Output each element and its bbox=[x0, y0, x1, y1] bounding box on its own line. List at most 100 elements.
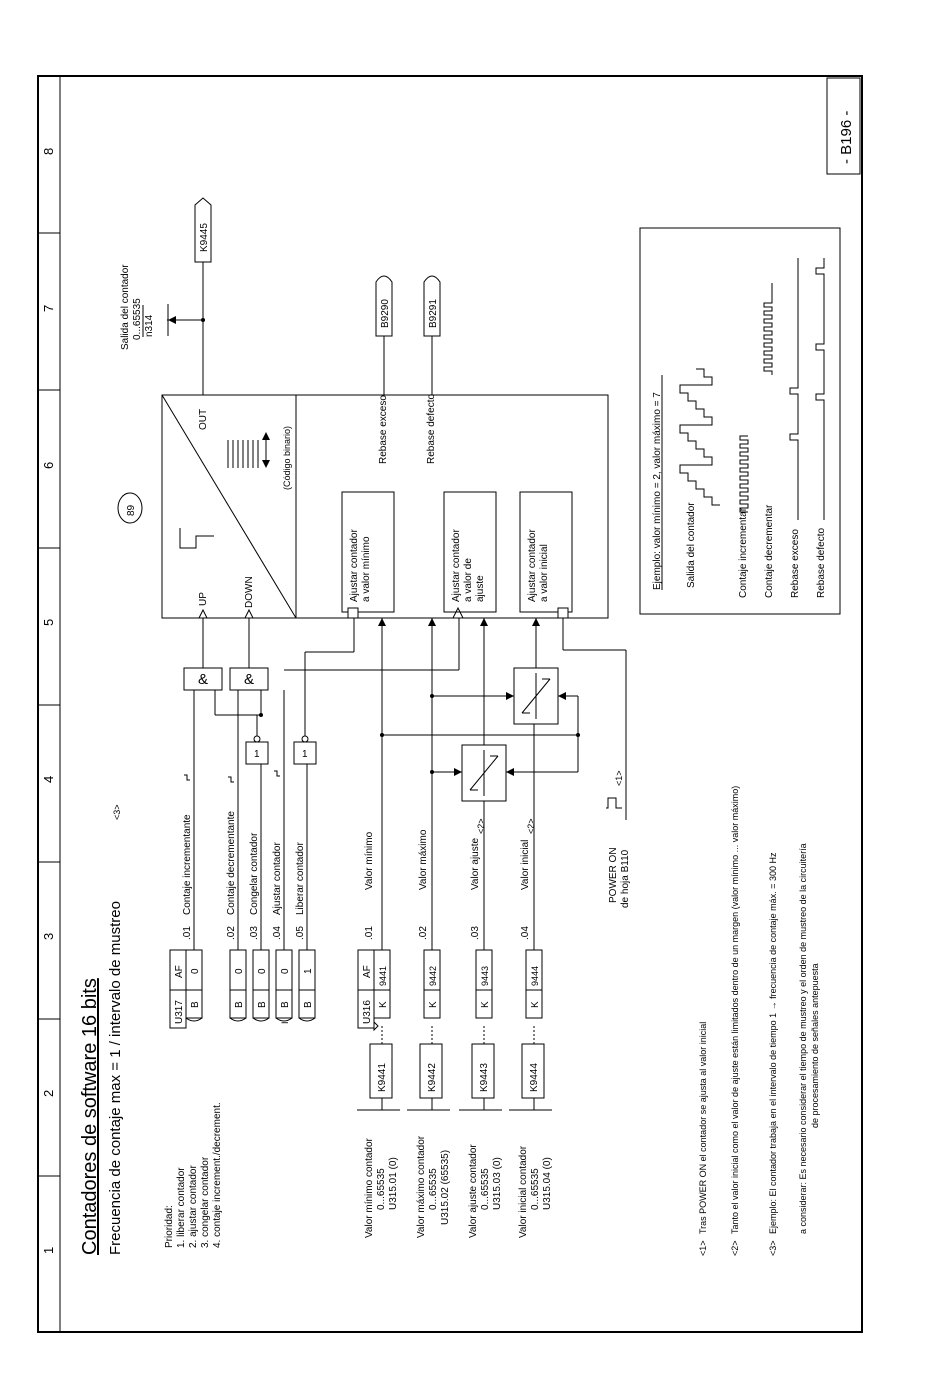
sheet-subtitle: Frecuencia de contaje max = 1 / interval… bbox=[107, 901, 124, 1255]
connector-rows: K9441 .01 Valor mínimo K9442 .02 Valor m… bbox=[357, 618, 552, 1111]
svg-text:n314: n314 bbox=[144, 314, 155, 337]
svg-text:.05: .05 bbox=[295, 926, 306, 940]
row-label: Liberar contador bbox=[295, 842, 306, 915]
sheet-frame bbox=[37, 75, 863, 1333]
svg-text:Ajustar contador: Ajustar contador bbox=[451, 529, 462, 602]
svg-text:Valor máximo contador: Valor máximo contador bbox=[416, 1135, 427, 1238]
af-label: AF bbox=[174, 965, 185, 978]
svg-text:a valor inicial: a valor inicial bbox=[539, 544, 550, 602]
power-on: POWER ON de hoja B110 <1> bbox=[562, 618, 631, 908]
connector-k9445 bbox=[194, 197, 212, 263]
row-label: Contaje incrementante bbox=[182, 814, 193, 915]
priority-item: 3. congelar contador bbox=[200, 1156, 211, 1248]
svg-text:Valor ajuste contador: Valor ajuste contador bbox=[468, 1144, 479, 1238]
page-number: - B196 - bbox=[838, 111, 855, 164]
svg-text:1: 1 bbox=[254, 749, 260, 760]
svg-text:0...65535: 0...65535 bbox=[428, 1168, 439, 1210]
svg-text:UP: UP bbox=[198, 592, 209, 606]
counter-block: UP DOWN OUT (Código binario) 89 Ajustar … bbox=[117, 394, 609, 619]
svg-text:Tanto el valor inicial como el: Tanto el valor inicial como el valor de … bbox=[730, 786, 740, 1234]
svg-text:B9291: B9291 bbox=[428, 299, 439, 328]
column-numbers: 1 2 3 4 5 6 7 8 bbox=[41, 148, 56, 1254]
param-type: B bbox=[280, 1001, 291, 1008]
column-number: 5 bbox=[41, 619, 56, 626]
svg-text:9441: 9441 bbox=[378, 966, 388, 986]
svg-text:&: & bbox=[198, 671, 208, 688]
svg-text:<2>: <2> bbox=[476, 818, 486, 834]
set-initial-block bbox=[519, 491, 573, 613]
badge-89 bbox=[117, 492, 143, 524]
row-label: Congelar contador bbox=[249, 832, 260, 915]
connector-b9290 bbox=[375, 275, 393, 337]
row-label: Valor mínimo bbox=[364, 831, 375, 890]
example-box: Ejemplo: valor mínimo = 2, valor máximo … bbox=[639, 227, 841, 615]
svg-text:0...65535: 0...65535 bbox=[480, 1168, 491, 1210]
row-label: Ajustar contador bbox=[272, 842, 283, 915]
connector-k9441: K9441 bbox=[377, 1063, 388, 1092]
limiters: <2> <2> bbox=[380, 618, 580, 834]
column-number: 4 bbox=[41, 776, 56, 783]
svg-text:a valor de: a valor de bbox=[463, 558, 474, 602]
column-number: 3 bbox=[41, 933, 56, 940]
row-label: Valor inicial bbox=[520, 840, 531, 890]
svg-text:I: I bbox=[280, 1021, 290, 1024]
binary-input-rows: .01 Contaje incrementante .02 Contaje de… bbox=[182, 690, 308, 950]
param-value: 0 bbox=[280, 968, 291, 974]
svg-text:Contaje decrementar: Contaje decrementar bbox=[764, 504, 775, 598]
param-value: 0 bbox=[234, 968, 245, 974]
binary-code-icon bbox=[227, 432, 270, 468]
u317-label: U317 bbox=[174, 1000, 185, 1024]
row-label: Contaje decrementante bbox=[226, 811, 237, 915]
svg-text:9444: 9444 bbox=[530, 966, 540, 986]
logic-gates: & & 1 1 bbox=[183, 618, 460, 765]
subtitle-note: <3> bbox=[112, 804, 122, 820]
svg-text:de hoja B110: de hoja B110 bbox=[620, 849, 631, 908]
svg-text:Rebase defecto: Rebase defecto bbox=[426, 394, 437, 464]
param-type: B bbox=[303, 1001, 314, 1008]
svg-text:<2>: <2> bbox=[730, 1240, 740, 1256]
priority-item: 1. liberar contador bbox=[176, 1167, 187, 1248]
svg-text:AF: AF bbox=[362, 965, 373, 978]
column-number: 2 bbox=[41, 1090, 56, 1097]
param-type: B bbox=[234, 1001, 245, 1008]
svg-text:Salida del contador: Salida del contador bbox=[120, 264, 131, 350]
svg-text:a considerar: Es necesario con: a considerar: Es necesario considerar el… bbox=[798, 843, 808, 1234]
row-label: Valor ajuste bbox=[470, 837, 481, 890]
connector-k9442: K9442 bbox=[427, 1063, 438, 1092]
svg-text:B9290: B9290 bbox=[380, 299, 391, 328]
priority-item: 2. ajustar contador bbox=[188, 1165, 199, 1248]
svg-text:OUT: OUT bbox=[198, 409, 209, 430]
page-number-box bbox=[826, 77, 861, 175]
connector-k9444: K9444 bbox=[529, 1063, 540, 1092]
svg-text:Rebase exceso: Rebase exceso bbox=[378, 395, 389, 464]
svg-text:<3>: <3> bbox=[768, 1240, 778, 1256]
svg-text:0...65535: 0...65535 bbox=[530, 1168, 541, 1210]
svg-text:&: & bbox=[244, 671, 254, 688]
svg-text:Salida del contador: Salida del contador bbox=[686, 502, 697, 588]
value-descriptions: Valor mínimo contador 0...65535 U315.01 … bbox=[364, 1135, 553, 1238]
svg-text:K: K bbox=[378, 1001, 389, 1008]
svg-text:U315.02 (65535): U315.02 (65535) bbox=[440, 1150, 451, 1225]
svg-text:Valor inicial contador: Valor inicial contador bbox=[518, 1145, 529, 1238]
svg-text:Tras POWER ON el contador se a: Tras POWER ON el contador se ajusta al v… bbox=[698, 1022, 708, 1234]
svg-text:U315.01 (0): U315.01 (0) bbox=[388, 1157, 399, 1210]
svg-text:ajuste: ajuste bbox=[475, 575, 486, 602]
svg-text:de procesamiento de señales an: de procesamiento de señales antepuesta bbox=[810, 963, 820, 1128]
svg-text:Ejemplo: El contador trabaja: Ejemplo: El contador trabaja en el inter… bbox=[768, 852, 778, 1234]
sheet-title: Contadores de software 16 bits bbox=[79, 978, 101, 1255]
svg-text:Rebase defecto: Rebase defecto bbox=[816, 528, 827, 598]
svg-text:K: K bbox=[480, 1001, 491, 1008]
outputs: Salida del contador 0...65535 n314 K9445… bbox=[120, 197, 441, 395]
svg-text:Ejemplo: valor mínimo = 2, val: Ejemplo: valor mínimo = 2, valor máximo … bbox=[652, 392, 663, 590]
column-number: 8 bbox=[41, 148, 56, 155]
svg-text:POWER ON: POWER ON bbox=[608, 847, 619, 903]
svg-text:(Código binario): (Código binario) bbox=[282, 426, 292, 490]
svg-text:<1>: <1> bbox=[698, 1240, 708, 1256]
svg-text:U315.04 (0): U315.04 (0) bbox=[542, 1157, 553, 1210]
priority-list: Prioridad: 1. liberar contador 2. ajusta… bbox=[164, 1102, 223, 1248]
svg-text:.02: .02 bbox=[226, 926, 237, 940]
svg-text:9442: 9442 bbox=[428, 966, 438, 986]
svg-text:U315.03 (0): U315.03 (0) bbox=[492, 1157, 503, 1210]
